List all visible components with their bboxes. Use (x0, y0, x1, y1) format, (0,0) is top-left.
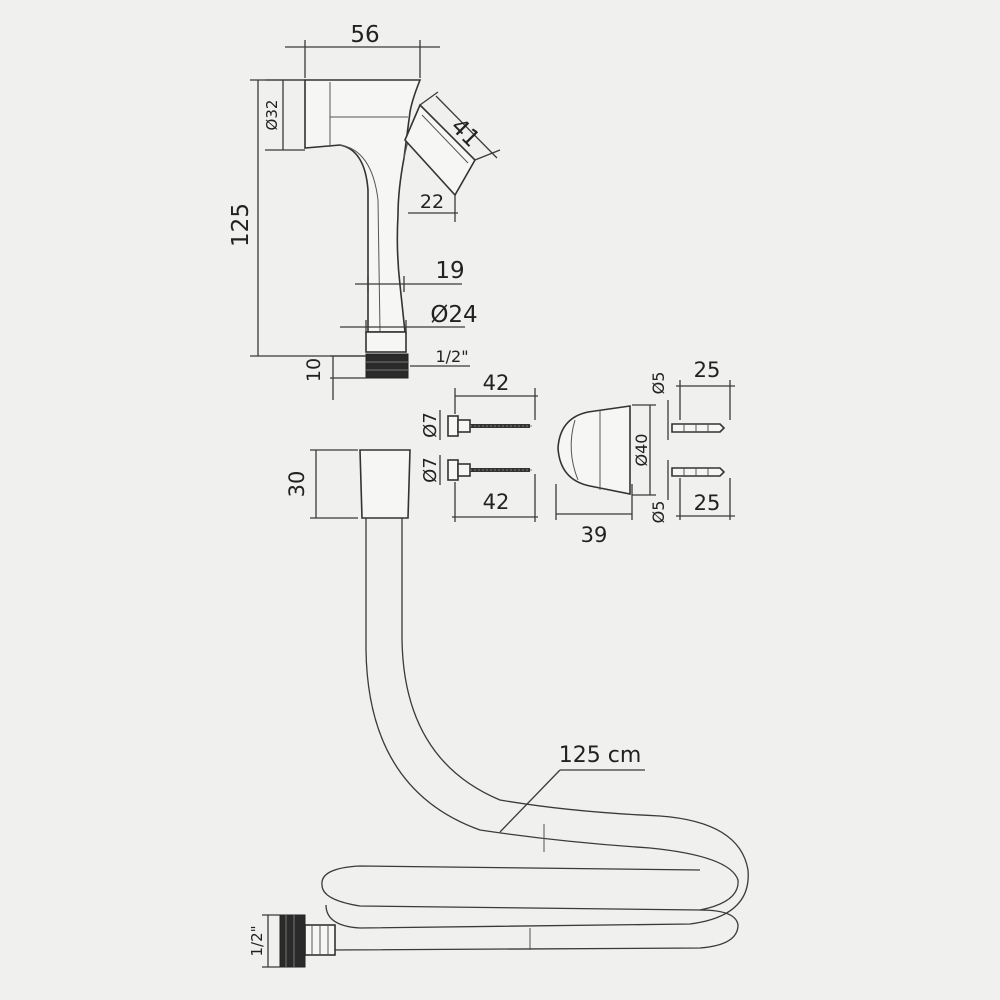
dim-head-width: 56 (285, 22, 440, 78)
holder-width-label: 39 (581, 523, 608, 547)
neck-width-label: 19 (435, 258, 464, 284)
neck-diameter-label: Ø24 (430, 302, 477, 328)
dim-neck-diameter: Ø24 (340, 302, 478, 334)
thread-top (365, 353, 409, 379)
screw-diameter-bottom-label: Ø7 (420, 457, 441, 483)
nozzle-offset-label: 22 (420, 191, 444, 213)
screw-top (447, 415, 534, 437)
dim-holder: 39 Ø40 (555, 404, 656, 547)
screw-bottom (447, 459, 534, 481)
wall-holder (557, 405, 631, 495)
dim-neck-width: 19 (355, 258, 465, 292)
anchor-diameter-top-label: Ø5 (649, 372, 668, 395)
dim-thread-bottom: 1/2" (248, 914, 280, 968)
dim-hose-length: 125 cm (499, 743, 645, 833)
head-diameter-label: Ø32 (263, 100, 281, 131)
holder-diameter-label: Ø40 (632, 434, 651, 467)
dim-thread-top: 1/2" 10 (303, 347, 470, 400)
total-height-label: 125 (228, 203, 254, 247)
screw-length-top-label: 42 (483, 371, 510, 395)
thread-bottom (279, 914, 306, 968)
dim-anchor-top: 25 Ø5 (649, 358, 735, 440)
cone-height-label: 30 (285, 471, 309, 498)
hose (321, 518, 749, 951)
hose-cone (359, 449, 411, 519)
thread-size-bottom-label: 1/2" (248, 925, 266, 956)
dim-anchor-bottom: 25 Ø5 (649, 460, 735, 523)
anchor-top (671, 423, 726, 433)
hose-length-label: 125 cm (559, 743, 642, 768)
dim-cone-height: 30 (285, 449, 358, 519)
screw-length-bottom-label: 42 (483, 490, 510, 514)
dim-screw-bottom: 42 Ø7 (420, 455, 538, 522)
sprayer-head (304, 79, 476, 379)
thread-height-label: 10 (303, 358, 325, 382)
dim-nozzle-offset: 22 (408, 191, 458, 222)
hose-bottom-connector (279, 914, 336, 968)
dim-total-height: 125 (228, 79, 366, 357)
anchor-length-bottom-label: 25 (694, 491, 721, 515)
dim-head-diameter: Ø32 (263, 79, 305, 151)
head-width-label: 56 (350, 22, 379, 48)
screw-diameter-top-label: Ø7 (420, 412, 441, 438)
anchor-length-top-label: 25 (694, 358, 721, 382)
dim-screw-top: 42 Ø7 (420, 371, 538, 440)
anchor-diameter-bottom-label: Ø5 (649, 501, 668, 524)
anchor-bottom (671, 467, 726, 477)
thread-size-top-label: 1/2" (435, 347, 468, 366)
